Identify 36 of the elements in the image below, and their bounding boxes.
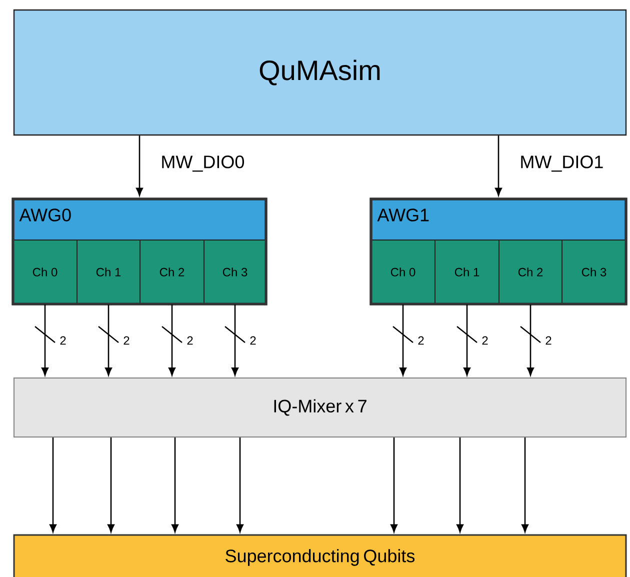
arrow [400,304,406,376]
edge-label: 2 [418,336,424,345]
edge-label: 2 [482,336,488,345]
arrow [232,304,238,376]
channel-cell: Ch 3 [562,240,626,304]
edge-label: 2 [546,336,552,345]
arrow [172,438,178,532]
arrow [464,304,470,376]
arrow [236,438,244,532]
channel-cell: Ch 1 [76,240,140,304]
mixer-box: IQ-Mixer x 7 [14,378,626,438]
edge-label: 2 [187,336,193,345]
edge-label: 2 [250,336,256,345]
qubits-box: Superconducting Qubits [13,534,627,577]
arrow [50,438,56,532]
edge-label: MW_DIO0 [162,156,244,172]
edge-label: 2 [124,336,130,345]
edge-label: MW_DIO1 [521,156,603,172]
arrow [456,438,464,532]
arrow [390,438,398,532]
arrow [522,438,528,532]
controller-box: QuMAsim [13,9,627,136]
channel-cell: Ch 2 [140,240,204,304]
channel-cell: Ch 1 [434,240,500,304]
arrow [105,304,112,376]
channel-cell: Ch 2 [498,240,562,304]
arrow [136,136,143,196]
arrow [42,304,48,376]
arrow [108,438,114,532]
channel-cell: Ch 0 [12,240,78,304]
arrow [527,304,534,376]
edge-label: 2 [60,336,66,345]
channel-cell: Ch 0 [370,240,436,304]
arrow [495,136,502,196]
arrow [168,304,176,376]
channel-cell: Ch 3 [204,240,266,304]
